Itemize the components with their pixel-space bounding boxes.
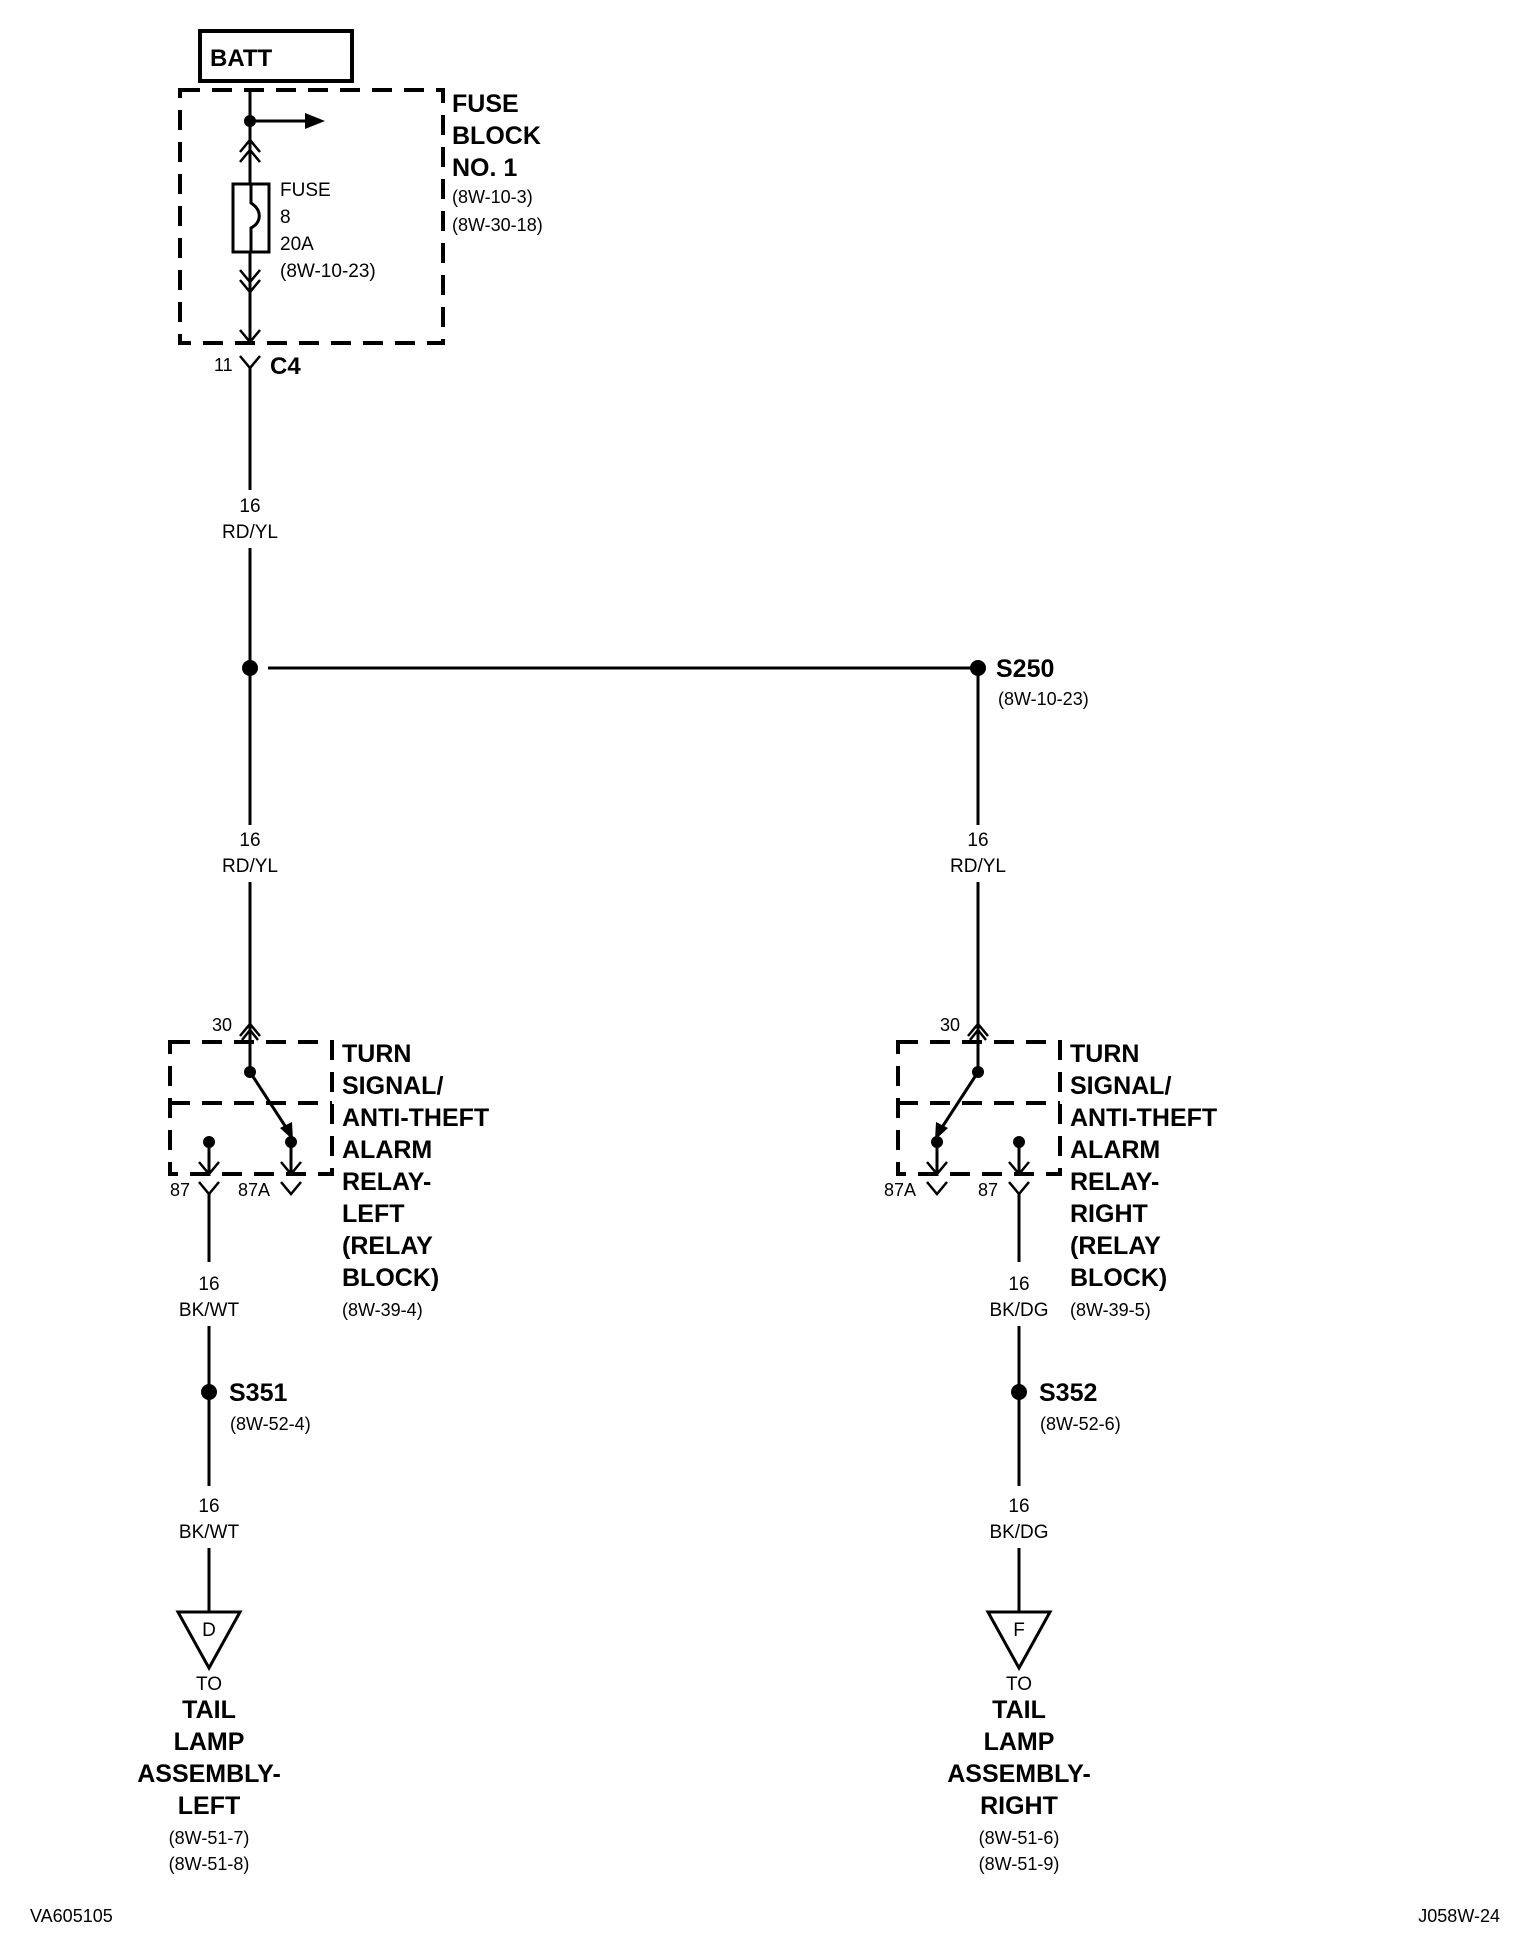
dest-right-title-4: RIGHT — [980, 1792, 1058, 1820]
batt-label: BATT — [210, 45, 273, 72]
fuse-label-3: 20A — [280, 234, 314, 255]
relay-left-title-4: ALARM — [342, 1136, 432, 1164]
splice-s250-ref: (8W-10-23) — [998, 689, 1089, 709]
fuse-icon — [231, 182, 271, 254]
relay-right-title-2: SIGNAL/ — [1070, 1072, 1171, 1100]
relay-right-pin-87: 87 — [978, 1180, 998, 1200]
splice-s352-ref: (8W-52-6) — [1040, 1414, 1121, 1434]
relay-left-pin-87: 87 — [170, 1180, 190, 1200]
relay-left-title-7: (RELAY — [342, 1232, 433, 1260]
fuse-block: FUSE BLOCK NO. 1 (8W-10-3) (8W-30-18) — [178, 88, 543, 345]
fuse-block-ref-2: (8W-30-18) — [452, 215, 543, 235]
wire-left-feed-color: RD/YL — [222, 856, 278, 877]
relay-right-title-6: RIGHT — [1070, 1200, 1148, 1228]
dest-left-ref-1: (8W-51-7) — [169, 1828, 250, 1848]
relay-left: 30 87 87A TURN SIGNAL/ ANTI-THEFT ALARM … — [168, 1015, 489, 1320]
c4-pin: 11 — [214, 355, 233, 375]
fuse-block-title-1: FUSE — [452, 90, 519, 118]
fuse-label-1: FUSE — [280, 180, 331, 201]
c4-connector-icon — [239, 355, 261, 370]
c4-name: C4 — [270, 353, 301, 380]
wire-left-out1-color: BK/WT — [179, 1300, 240, 1321]
relay-left-ref: (8W-39-4) — [342, 1300, 423, 1320]
batt-box: BATT — [198, 29, 354, 83]
splice-s352-name: S352 — [1039, 1379, 1097, 1407]
relay-left-title-3: ANTI-THEFT — [342, 1104, 489, 1132]
wire-main-color: RD/YL — [222, 522, 278, 543]
relay-left-title-5: RELAY- — [342, 1168, 431, 1196]
relay-left-pin-87a: 87A — [238, 1180, 270, 1200]
relay-left-title-6: LEFT — [342, 1200, 405, 1228]
wire-right-feed-color: RD/YL — [950, 856, 1006, 877]
dest-left-marker: D — [175, 1610, 243, 1672]
wire-right-out1-gauge: 16 — [1008, 1274, 1029, 1295]
relay-right-pin-30: 30 — [940, 1015, 960, 1035]
footer-right-id: J058W-24 — [1418, 1906, 1500, 1926]
relay-right-title-1: TURN — [1070, 1040, 1139, 1068]
dest-left-title-2: LAMP — [174, 1728, 245, 1756]
wire-right-out2-color: BK/DG — [989, 1522, 1048, 1543]
splice-s351-ref: (8W-52-4) — [230, 1414, 311, 1434]
relay-right-title-7: (RELAY — [1070, 1232, 1161, 1260]
relay-right-title-3: ANTI-THEFT — [1070, 1104, 1217, 1132]
dest-right-title-1: TAIL — [992, 1696, 1046, 1724]
fuse-label-4: (8W-10-23) — [280, 261, 376, 282]
relay-left-title-2: SIGNAL/ — [342, 1072, 443, 1100]
dest-left-to: TO — [196, 1674, 222, 1695]
dest-right-title-3: ASSEMBLY- — [947, 1760, 1091, 1788]
relay-right-ref: (8W-39-5) — [1070, 1300, 1151, 1320]
splice-s351-name: S351 — [229, 1379, 287, 1407]
relay-right-title-4: ALARM — [1070, 1136, 1160, 1164]
dest-left-title-4: LEFT — [178, 1792, 241, 1820]
fuse-block-title-3: NO. 1 — [452, 154, 517, 182]
dest-right-title-2: LAMP — [984, 1728, 1055, 1756]
wire-left-out2-color: BK/WT — [179, 1522, 240, 1543]
arrow-right-icon — [305, 113, 325, 129]
fuse-label-2: 8 — [280, 207, 291, 228]
dest-left-ref-2: (8W-51-8) — [169, 1854, 250, 1874]
wire-right-out1-color: BK/DG — [989, 1300, 1048, 1321]
dest-right-ref-1: (8W-51-6) — [979, 1828, 1060, 1848]
relay-right-pin-87a: 87A — [884, 1180, 916, 1200]
relay-left-title-1: TURN — [342, 1040, 411, 1068]
relay-left-pin-30: 30 — [212, 1015, 232, 1035]
relay-right-title-8: BLOCK) — [1070, 1264, 1167, 1292]
dest-right-letter: F — [1013, 1620, 1025, 1641]
relay-right-title-5: RELAY- — [1070, 1168, 1159, 1196]
relay-left-title-8: BLOCK) — [342, 1264, 439, 1292]
wire-left-out1-gauge: 16 — [198, 1274, 219, 1295]
wire-right-out2-gauge: 16 — [1008, 1496, 1029, 1517]
relay-right: 30 87A 87 TURN SIGNAL/ ANTI-THEFT ALARM … — [884, 1015, 1217, 1320]
dest-left-title-3: ASSEMBLY- — [137, 1760, 281, 1788]
dest-left-title-1: TAIL — [182, 1696, 236, 1724]
dest-right-marker: F — [985, 1610, 1053, 1672]
wire-left-out2-gauge: 16 — [198, 1496, 219, 1517]
dest-left-letter: D — [202, 1620, 216, 1641]
dest-right-ref-2: (8W-51-9) — [979, 1854, 1060, 1874]
wire-main-gauge: 16 — [239, 496, 260, 517]
splice-s250-name: S250 — [996, 655, 1054, 683]
dest-right-to: TO — [1006, 1674, 1032, 1695]
footer-left-id: VA605105 — [30, 1906, 113, 1926]
wire-left-feed-gauge: 16 — [239, 830, 260, 851]
fuse-block-ref-1: (8W-10-3) — [452, 187, 533, 207]
wire-right-feed-gauge: 16 — [967, 830, 988, 851]
fuse-block-title-2: BLOCK — [452, 122, 541, 150]
